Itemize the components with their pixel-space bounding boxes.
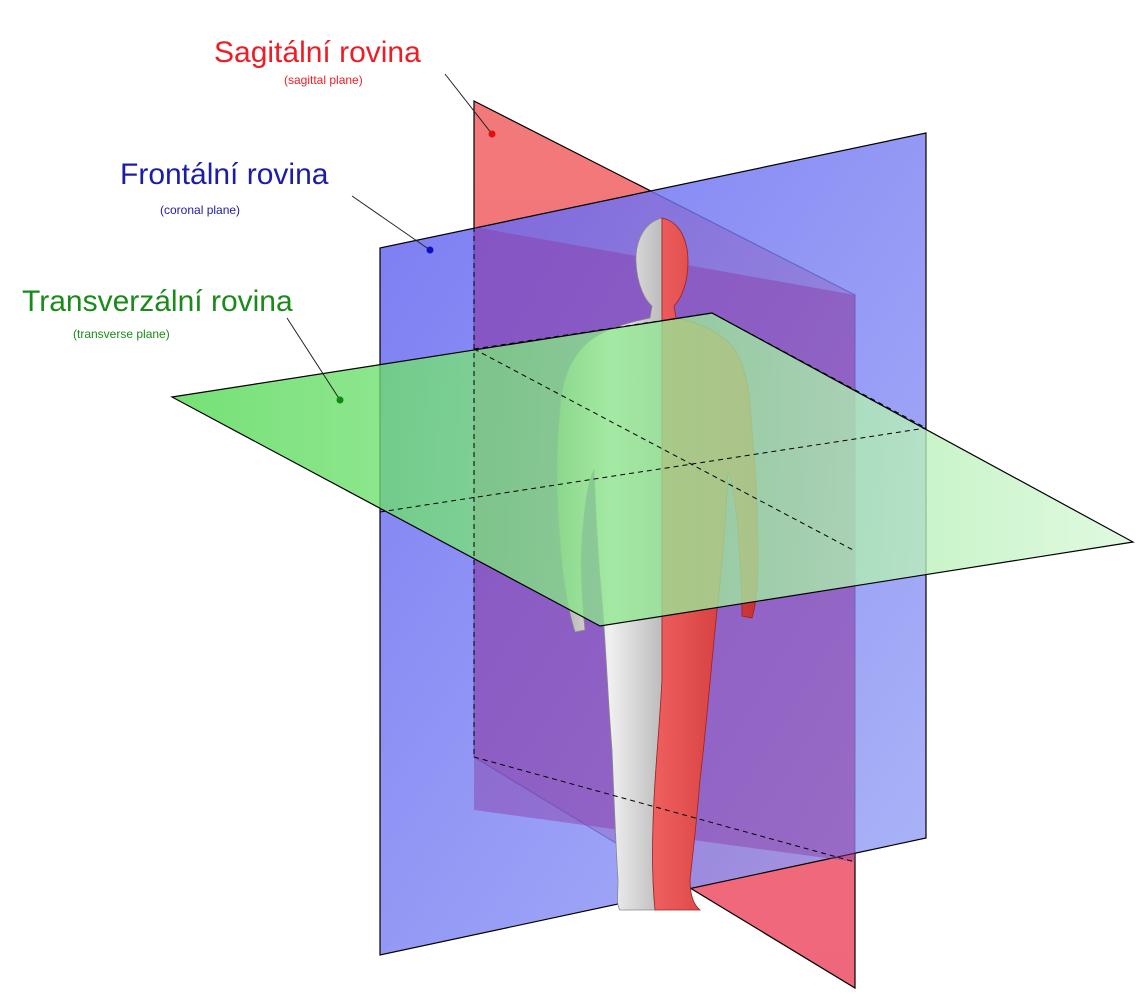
transverse-plane-label: Transverzální rovina (22, 285, 293, 318)
frontal-plane-sublabel: (coronal plane) (160, 203, 241, 217)
transverse-plane (170, 312, 1135, 627)
frontal-plane-label: Frontální rovina (120, 158, 329, 191)
transverse-plane-sublabel: (transverse plane) (73, 327, 170, 341)
callout-frontal (351, 195, 434, 254)
callout-sagittal (444, 73, 496, 138)
intersection-lines (379, 227, 927, 863)
callout-transverse (286, 317, 344, 404)
sagittal-plane-sublabel: (sagittal plane) (284, 73, 363, 87)
sagittal-plane-label: Sagitální rovina (214, 36, 421, 69)
